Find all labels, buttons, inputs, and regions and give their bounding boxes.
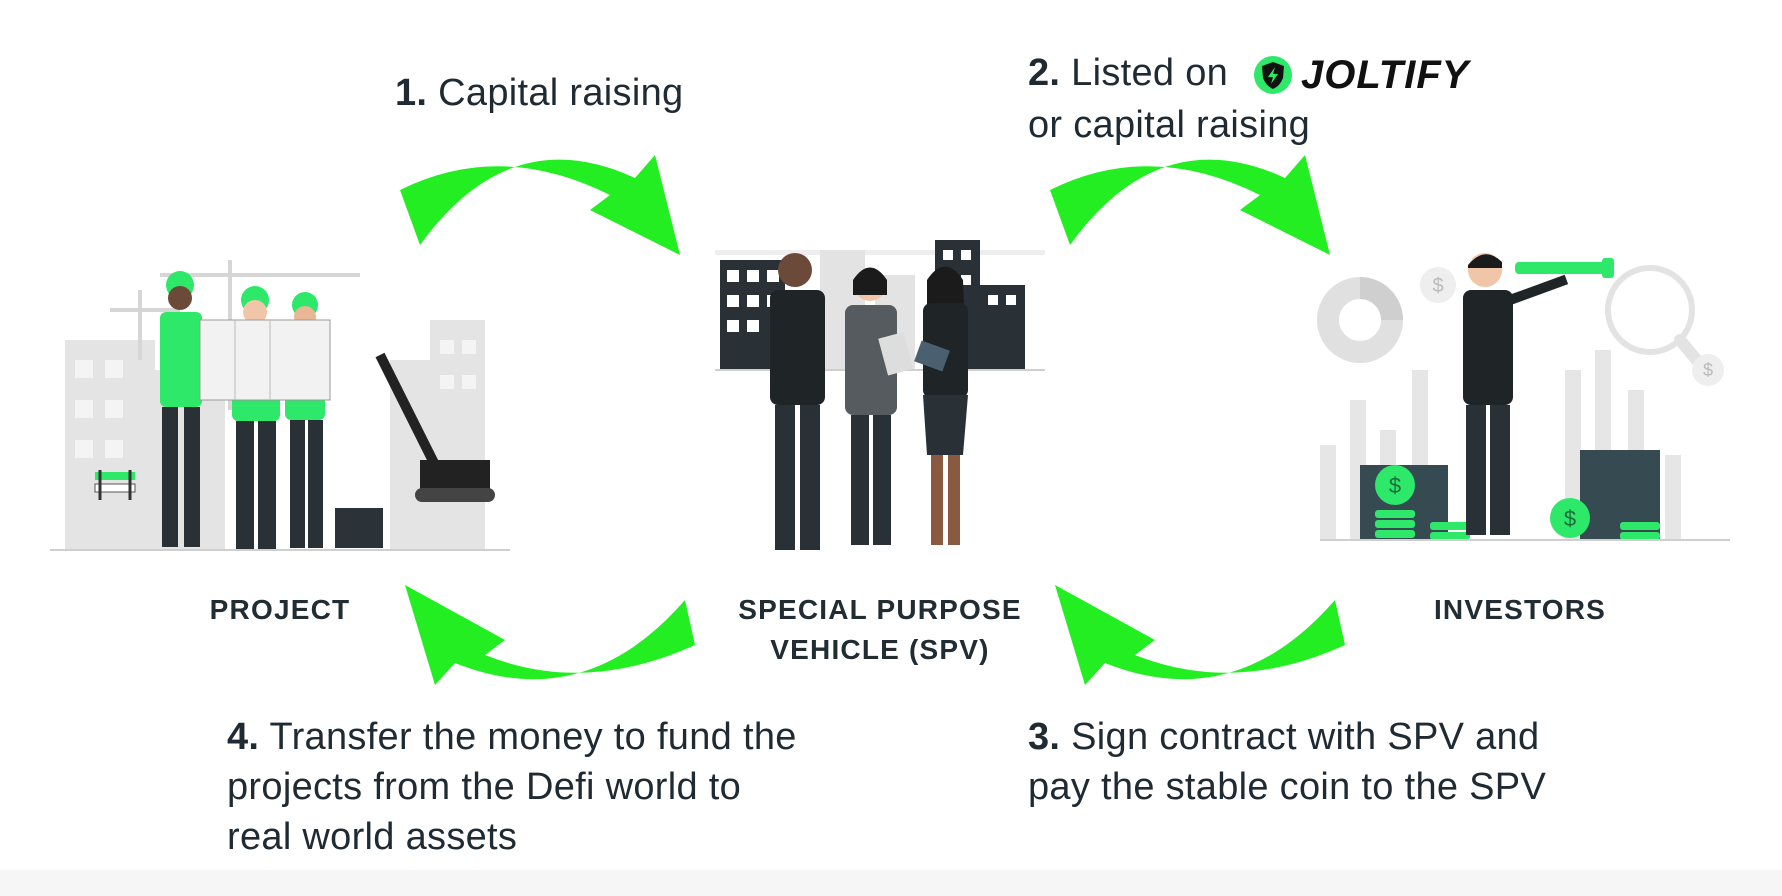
step-3-label: 3. Sign contract with SPV and pay the st… <box>1028 712 1546 812</box>
arrow-4-spv-to-project <box>405 585 695 685</box>
joltify-logo: JOLTIFY <box>1253 50 1469 100</box>
step-4-number: 4. <box>227 716 260 758</box>
donut-chart-icon <box>1317 277 1403 363</box>
svg-text:$: $ <box>1703 360 1713 380</box>
node-label-spv: SPECIAL PURPOSE VEHICLE (SPV) <box>700 590 1060 670</box>
svg-text:$: $ <box>1564 506 1576 531</box>
node-label-spv-line1: SPECIAL PURPOSE <box>738 594 1022 625</box>
node-label-investors: INVESTORS <box>1433 594 1607 625</box>
step-2-number: 2. <box>1028 52 1061 94</box>
step-4-text-line2: projects from the Defi world to <box>227 766 742 808</box>
step-3-text-line1: Sign contract with SPV and <box>1071 716 1540 758</box>
arrow-3-investors-to-spv <box>1055 585 1345 685</box>
node-label-project: PROJECT <box>209 594 351 625</box>
dollar-coin-icon: $ $ <box>1420 267 1724 386</box>
step-2-text-line1: Listed on <box>1071 52 1229 94</box>
svg-text:$: $ <box>1432 275 1443 297</box>
step-1-number: 1. <box>395 72 428 114</box>
step-1-label: 1. Capital raising <box>395 68 683 118</box>
spv-illustration <box>715 240 1045 550</box>
node-label-spv-line2: VEHICLE (SPV) <box>770 634 990 665</box>
step-4-text-line3: real world assets <box>227 816 518 858</box>
step-2-text-line2: or capital raising <box>1028 103 1311 146</box>
step-1-text: Capital raising <box>438 72 684 114</box>
telescope-icon <box>1515 258 1614 278</box>
step-4-label: 4. Transfer the money to fund the projec… <box>227 712 797 862</box>
project-illustration <box>50 260 510 551</box>
joltify-shield-icon <box>1253 55 1292 94</box>
magnifier-icon <box>1605 265 1711 376</box>
step-2-label: 2. Listed on JOLTIFY or capital raising <box>1028 48 1469 150</box>
bottom-band <box>0 870 1782 896</box>
svg-text:$: $ <box>1389 473 1401 498</box>
arrow-1-project-to-spv <box>400 155 680 255</box>
arrow-2-spv-to-investors <box>1050 155 1330 255</box>
step-3-number: 3. <box>1028 716 1061 758</box>
joltify-wordmark: JOLTIFY <box>1300 52 1470 97</box>
step-3-text-line2: pay the stable coin to the SPV <box>1028 766 1547 808</box>
step-4-text-line1: Transfer the money to fund the <box>269 716 797 758</box>
investors-illustration: $ $ $ $ <box>1317 253 1730 541</box>
